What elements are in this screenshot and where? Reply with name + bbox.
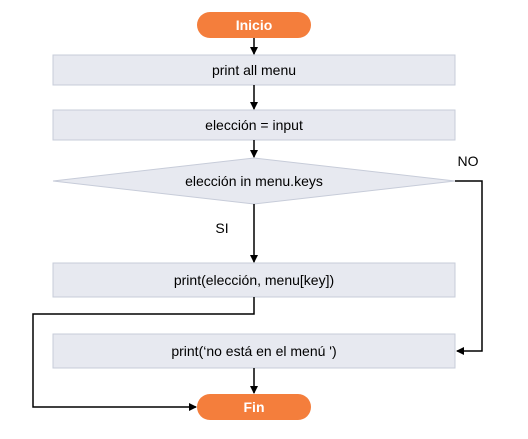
process-eleccion-input-label: elección = input	[205, 117, 303, 133]
yes-branch-label: SI	[215, 220, 228, 236]
no-branch-label: NO	[458, 153, 479, 169]
process-print-eleccion-menu: print(elección, menu[key])	[52, 262, 456, 298]
decision-eleccion-in-menu-keys: elección in menu.keys	[52, 157, 456, 205]
process-print-all-menu-label: print all menu	[212, 62, 296, 78]
process-print-no-esta: print(‘no está en el menú ')	[52, 333, 456, 369]
connectors	[32, 38, 483, 411]
end-label: Fin	[244, 399, 265, 415]
start-terminal: Inicio	[197, 12, 311, 38]
decision-label: elección in menu.keys	[185, 173, 323, 189]
end-terminal: Fin	[197, 394, 311, 420]
arrow-decision-no	[455, 180, 483, 355]
process-eleccion-input: elección = input	[52, 109, 456, 141]
process-print-no-esta-label: print(‘no está en el menú ')	[171, 343, 336, 359]
arrow-yes-to-end	[32, 297, 255, 411]
process-print-all-menu: print all menu	[52, 54, 456, 86]
start-label: Inicio	[236, 17, 273, 33]
process-print-eleccion-menu-label: print(elección, menu[key])	[174, 272, 334, 288]
